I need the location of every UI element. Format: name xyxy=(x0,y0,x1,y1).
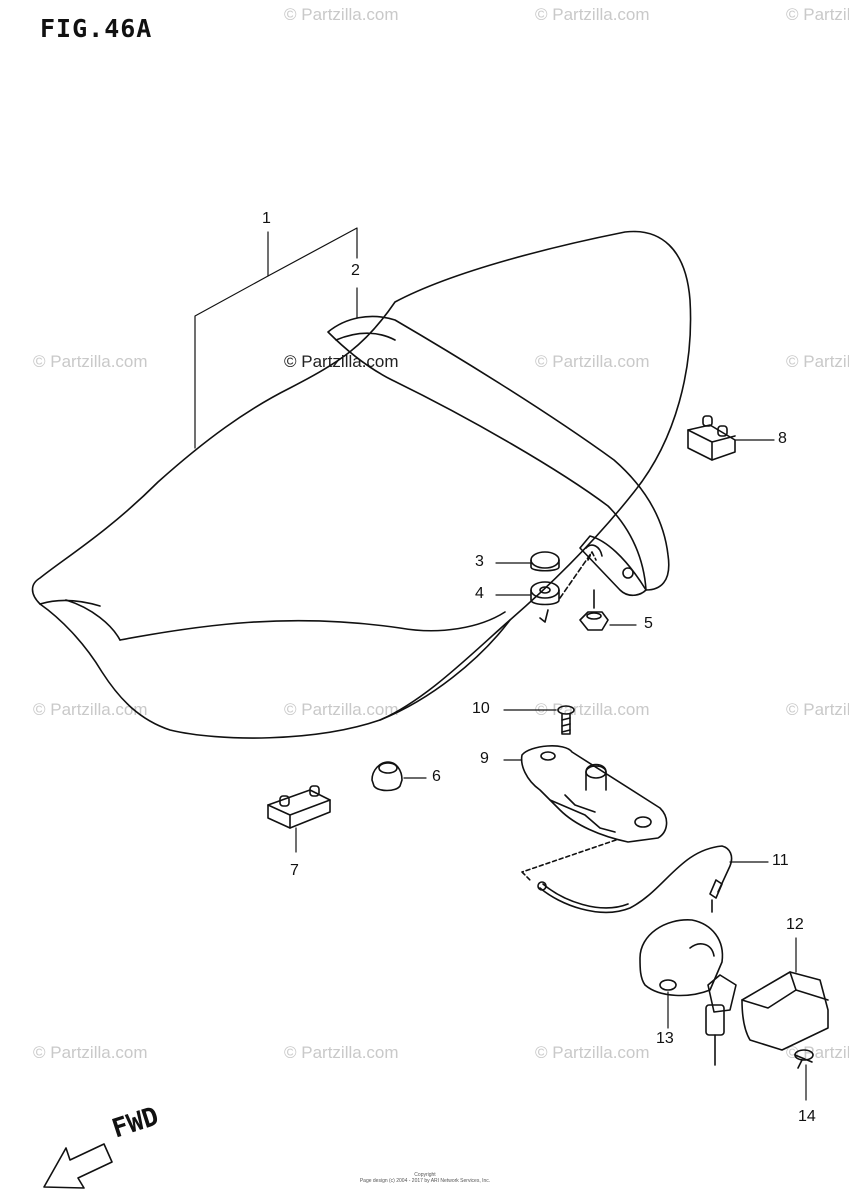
assembly-line xyxy=(539,609,549,623)
lock-cover-12-drawing xyxy=(741,971,829,1051)
callout-7: 7 xyxy=(290,862,299,879)
callout-13: 13 xyxy=(656,1030,674,1047)
figure-title: FIG.46A xyxy=(40,14,153,43)
callout-1: 1 xyxy=(262,210,271,227)
watermark: © Partzilla.com xyxy=(786,352,849,371)
page-design-line: Page design (c) 2004 - 2017 by ARI Netwo… xyxy=(359,1178,491,1184)
rubber-block-7-drawing xyxy=(267,785,331,829)
fwd-arrow-icon xyxy=(43,1143,113,1189)
watermark: © Partzilla.com xyxy=(786,700,849,719)
callout-11: 11 xyxy=(772,852,789,869)
watermark: © Partzilla.com xyxy=(33,1043,148,1062)
watermark: © Partzilla.com xyxy=(284,5,399,24)
assembly-line xyxy=(559,551,597,599)
callout-9: 9 xyxy=(480,750,489,767)
callout-4: 4 xyxy=(475,585,484,602)
watermark: © Partzilla.com xyxy=(786,5,849,24)
callout-8: 8 xyxy=(778,430,787,447)
callout-6: 6 xyxy=(432,768,441,785)
watermark: © Partzilla.com xyxy=(33,700,148,719)
callout-14: 14 xyxy=(798,1108,816,1125)
callout-10: 10 xyxy=(472,700,490,717)
watermark: © Partzilla.com xyxy=(284,1043,399,1062)
cushion-6-drawing xyxy=(371,761,403,792)
watermark: © Partzilla.com xyxy=(535,352,650,371)
watermark: © Partzilla.com xyxy=(284,700,399,719)
cushion-4-drawing xyxy=(530,581,560,606)
callout-12: 12 xyxy=(786,916,804,933)
rubber-block-8-drawing xyxy=(687,415,736,461)
watermark: © Partzilla.com xyxy=(535,1043,650,1062)
seat-lock-9-drawing xyxy=(520,745,668,843)
callout-3: 3 xyxy=(475,553,484,570)
nut-5-drawing xyxy=(579,589,609,631)
watermark: © Partzilla.com xyxy=(535,5,650,24)
leader-lines xyxy=(194,227,807,1101)
watermark: © Partzilla.com xyxy=(33,352,148,371)
copyright-footer: Copyright Page design (c) 2004 - 2017 by… xyxy=(340,1172,510,1184)
cushion-3-drawing xyxy=(530,551,560,572)
screw-10-drawing xyxy=(557,705,575,735)
lock-set-13-drawing xyxy=(639,919,737,1066)
cable-11-drawing xyxy=(537,845,733,914)
screw-14-drawing xyxy=(794,1049,814,1069)
callout-2: 2 xyxy=(351,262,360,279)
assembly-line xyxy=(521,839,617,881)
seat-drawing xyxy=(31,230,692,739)
seat-strap-drawing xyxy=(327,315,670,597)
copyright-line: Copyright xyxy=(414,1172,436,1178)
callout-5: 5 xyxy=(644,615,653,632)
